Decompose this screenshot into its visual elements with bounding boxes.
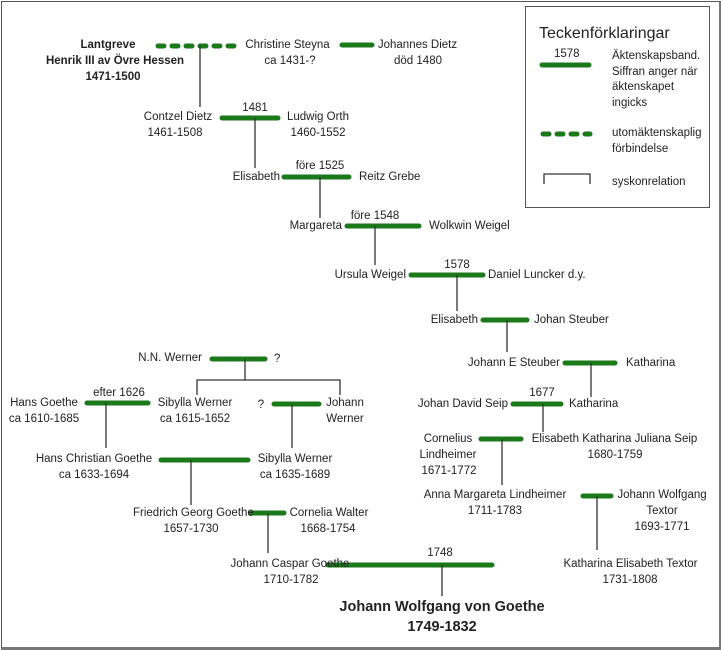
person-friedrich-name: Friedrich Georg Goethe (133, 507, 254, 519)
person-goethe-name: Johann Wolfgang von Goethe (339, 599, 545, 615)
person-johann-werner-surname: Werner (326, 413, 364, 425)
legend-dashed-desc: utomäktenskaplig förbindelse (612, 127, 702, 155)
person-katharina-textor-name: Katharina Elisabeth Textor (563, 558, 698, 570)
union-year-fore-1548: före 1548 (350, 210, 400, 222)
person-textor-name: Johann Wolfgang (617, 489, 707, 501)
person-textor-dates: 1693-1771 (634, 521, 690, 533)
person-sibylla2-name: Sibylla Werner (257, 453, 333, 465)
person-henrik-name: Henrik III av Övre Hessen (45, 55, 185, 67)
person-textor-surname: Textor (646, 505, 678, 517)
person-hans-christian-name: Hans Christian Goethe (35, 453, 153, 465)
person-johan-david-seip-name: Johan David Seip (417, 398, 508, 410)
union-year-1748: 1748 (427, 547, 453, 559)
person-margareta-name: Margareta (289, 220, 342, 232)
union-year-1677: 1677 (529, 387, 555, 399)
person-goethe-dates: 1749-1832 (407, 619, 477, 635)
legend-sibling-bracket-icon (543, 173, 591, 184)
person-elisabeth-seip-dates: 1680-1759 (587, 449, 643, 461)
person-sibylla1-name: Sibylla Werner (157, 397, 233, 409)
person-cornelia-dates: 1668-1754 (300, 523, 356, 535)
person-nn-werner-name: N.N. Werner (138, 352, 202, 364)
person-ludwig-dates: 1460-1552 (290, 127, 346, 139)
person-ursula-name: Ursula Weigel (334, 269, 406, 281)
person-sibylla1-dates: ca 1615-1652 (159, 413, 231, 425)
union-year-1578: 1578 (444, 259, 470, 271)
union-year-1481: 1481 (242, 102, 268, 114)
person-katharina1-name: Katharina (626, 357, 676, 369)
legend-marriage-desc: Äktenskapsband. Siffran anger när äktens… (612, 50, 701, 109)
union-year-fore-1525: före 1525 (295, 160, 345, 172)
person-hans-goethe-dates: ca 1610-1685 (8, 413, 80, 425)
person-reitz-name: Reitz Grebe (359, 171, 421, 183)
person-johann-werner-name: Johann (326, 397, 364, 409)
person-cornelius-surname: Lindheimer (419, 449, 477, 461)
person-johannes-dietz-dates: död 1480 (394, 55, 442, 67)
person-johann-caspar-dates: 1710-1782 (263, 574, 319, 586)
person-contzel-name: Contzel Dietz (143, 111, 213, 123)
person-christine-dates: ca 1431-? (264, 55, 316, 67)
legend-symbols (539, 62, 593, 184)
person-friedrich-dates: 1657-1730 (163, 523, 219, 535)
person-cornelia-name: Cornelia Walter (289, 507, 369, 519)
person-katharina-textor-dates: 1731-1808 (602, 574, 658, 586)
person-hans-goethe-name: Hans Goethe (10, 397, 78, 409)
person-johann-werner-spouse: ? (257, 399, 265, 411)
person-cornelius-dates: 1671-1772 (421, 465, 477, 477)
legend-year-sample: 1578 (554, 48, 580, 60)
person-cornelius-name: Cornelius (423, 433, 473, 445)
legend-title: Teckenförklaringar (539, 25, 670, 42)
legend-sibling-desc: syskonrelation (612, 176, 686, 188)
person-elisabeth-seip-name: Elisabeth Katharina Juliana Seip (531, 433, 698, 445)
person-nn-werner-spouse: ? (274, 353, 281, 365)
person-elisabeth1-name: Elisabeth (232, 171, 280, 183)
person-johann-e-steuber-name: Johann E Steuber (467, 357, 560, 369)
person-wolkwin-name: Wolkwin Weigel (429, 220, 510, 232)
person-anna-margareta-name: Anna Margareta Lindheimer (423, 489, 567, 501)
person-henrik-dates: 1471-1500 (85, 71, 141, 83)
person-katharina2-name: Katharina (569, 398, 619, 410)
person-henrik-title: Lantgreve (80, 39, 136, 51)
person-ludwig-name: Ludwig Orth (286, 111, 349, 123)
person-daniel-name: Daniel Luncker d.y. (488, 269, 586, 281)
person-christine-name: Christine Steyna (245, 39, 330, 51)
legend-box: Teckenförklaringar 1578 Äktenskapsband. … (525, 6, 710, 208)
person-elisabeth2-name: Elisabeth (430, 314, 478, 326)
person-contzel-dates: 1461-1508 (147, 127, 203, 139)
person-sibylla2-dates: ca 1635-1689 (259, 469, 331, 481)
union-year-efter-1626: efter 1626 (93, 387, 145, 399)
person-anna-margareta-dates: 1711-1783 (467, 505, 523, 517)
person-johannes-dietz-name: Johannes Dietz (377, 39, 458, 51)
sibling-bracket (196, 379, 341, 395)
person-johann-caspar-name: Johann Caspar Goethe (230, 558, 350, 570)
person-hans-christian-dates: ca 1633-1694 (58, 469, 130, 481)
person-johan-steuber-name: Johan Steuber (534, 314, 609, 326)
